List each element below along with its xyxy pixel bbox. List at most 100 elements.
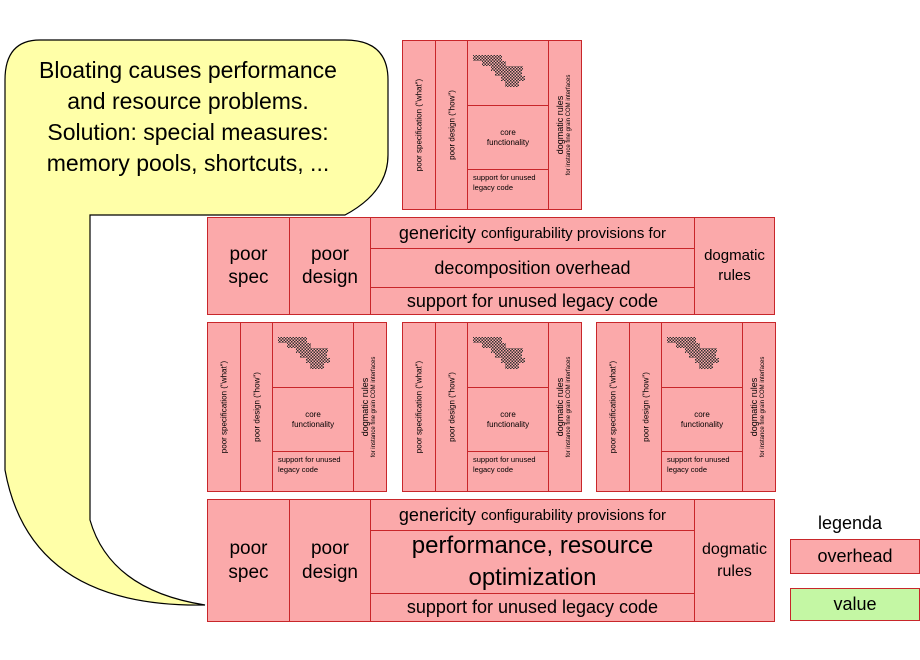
legend-title: legenda	[818, 513, 883, 533]
small-dogmatic-sub: for instance fine grain COM interfaces	[566, 356, 572, 458]
small-dogmatic-label: dogmatic rules	[360, 377, 370, 437]
small-core: core functionality	[467, 105, 549, 170]
small-poor-spec-label: poor specification ("what")	[608, 360, 618, 454]
small-module-middle: poor specification ("what") poor design …	[402, 322, 582, 492]
small-poor-spec: poor specification ("what")	[596, 322, 630, 492]
small-module-right: poor specification ("what") poor design …	[596, 322, 776, 492]
decomposition-stack-icon	[473, 337, 525, 369]
small-dogmatic-wrap: dogmatic rules for instance fine grain C…	[749, 356, 768, 458]
small-poor-spec-label: poor specification ("what")	[414, 78, 424, 172]
mid-genericity-row: genericity configurability provisions fo…	[370, 217, 695, 249]
bottom-support-row: support for unused legacy code	[370, 593, 695, 622]
small-poor-design: poor design ("how")	[435, 322, 468, 492]
small-dogmatic-label: dogmatic rules	[555, 377, 565, 437]
decomposition-stack-icon	[473, 55, 525, 87]
small-poor-design-label: poor design ("how")	[447, 90, 456, 160]
small-core-label: core functionality	[680, 409, 724, 429]
bottom-poor-spec: poor spec	[207, 499, 290, 622]
small-poor-design: poor design ("how")	[240, 322, 273, 492]
small-core-label: core functionality	[486, 409, 530, 429]
small-support-label: support for unused legacy code	[473, 455, 536, 474]
small-core: core functionality	[661, 387, 743, 452]
small-support-label: support for unused legacy code	[473, 173, 536, 192]
mid-dogmatic: dogmatic rules	[694, 217, 775, 315]
bottom-genericity: genericity	[398, 504, 476, 525]
small-dogmatic-label: dogmatic rules	[555, 95, 565, 155]
small-support-label: support for unused legacy code	[278, 455, 341, 474]
callout-shape	[4, 39, 389, 606]
small-support-label: support for unused legacy code	[667, 455, 730, 474]
bottom-dogmatic-label: dogmatic rules	[702, 540, 767, 580]
callout-line-3: Solution: special measures:	[47, 119, 329, 145]
callout-line-4: memory pools, shortcuts, ...	[46, 150, 330, 176]
bottom-poor-spec-label: poor spec	[228, 537, 269, 583]
small-dogmatic: dogmatic rules for instance fine grain C…	[548, 40, 582, 210]
small-dogmatic-sub: for instance fine grain COM interfaces	[760, 356, 766, 458]
decomposition-stack-icon	[667, 337, 719, 369]
small-poor-design: poor design ("how")	[435, 40, 468, 210]
mid-genericity: genericity	[398, 222, 476, 243]
legend-value-label: value	[833, 594, 877, 614]
small-module-left: poor specification ("what") poor design …	[207, 322, 387, 492]
mid-poor-design: poor design	[289, 217, 371, 315]
bottom-config: configurability provisions for	[480, 506, 667, 524]
small-core: core functionality	[467, 387, 549, 452]
mid-support-label: support for unused legacy code	[406, 290, 659, 311]
callout-line-2: and resource problems.	[67, 88, 309, 114]
bottom-dogmatic: dogmatic rules	[694, 499, 775, 622]
mid-poor-spec-label: poor spec	[228, 244, 269, 288]
mid-center-label: decomposition overhead	[434, 257, 631, 278]
small-top-area	[272, 322, 354, 388]
small-poor-spec: poor specification ("what")	[402, 40, 436, 210]
bottom-layer: poor spec poor design genericity configu…	[207, 499, 775, 622]
legend-overhead-label: overhead	[817, 546, 893, 566]
small-core-label: core functionality	[486, 127, 530, 147]
bottom-poor-design-label: poor design	[302, 537, 358, 583]
small-poor-design-label: poor design ("how")	[641, 372, 650, 442]
small-dogmatic-wrap: dogmatic rules for instance fine grain C…	[360, 356, 379, 458]
small-dogmatic-sub: for instance fine grain COM interfaces	[371, 356, 377, 458]
callout-line-1: Bloating causes performance	[39, 57, 337, 83]
small-core-label: core functionality	[291, 409, 335, 429]
mid-poor-spec: poor spec	[207, 217, 290, 315]
mid-config: configurability provisions for	[480, 224, 667, 242]
small-poor-spec-label: poor specification ("what")	[219, 360, 229, 454]
small-module-top: poor specification ("what") poor design …	[402, 40, 582, 210]
mid-layer: poor spec poor design genericity configu…	[207, 217, 775, 315]
small-support: support for unused legacy code	[272, 451, 354, 492]
small-poor-design-label: poor design ("how")	[252, 372, 261, 442]
callout-text: Bloating causes performance and resource…	[8, 55, 368, 179]
bottom-support-label: support for unused legacy code	[406, 597, 659, 617]
small-poor-spec-label: poor specification ("what")	[414, 360, 424, 454]
mid-poor-design-label: poor design	[302, 244, 358, 288]
mid-support-row: support for unused legacy code	[370, 287, 695, 315]
small-dogmatic: dogmatic rules for instance fine grain C…	[742, 322, 776, 492]
small-dogmatic-label: dogmatic rules	[749, 377, 759, 437]
small-support: support for unused legacy code	[467, 169, 549, 210]
small-dogmatic-wrap: dogmatic rules for instance fine grain C…	[555, 356, 574, 458]
small-poor-design: poor design ("how")	[629, 322, 662, 492]
small-top-area	[467, 322, 549, 388]
small-support: support for unused legacy code	[661, 451, 743, 492]
bottom-center: performance, resource optimization	[370, 530, 695, 594]
mid-dogmatic-label: dogmatic rules	[704, 247, 765, 284]
small-dogmatic: dogmatic rules for instance fine grain C…	[353, 322, 387, 492]
legend-overhead: overhead	[790, 539, 920, 574]
small-dogmatic-wrap: dogmatic rules for instance fine grain C…	[555, 74, 574, 176]
small-dogmatic-sub: for instance fine grain COM interfaces	[566, 74, 572, 176]
legend-value: value	[790, 588, 920, 621]
small-top-area	[661, 322, 743, 388]
small-poor-spec: poor specification ("what")	[207, 322, 241, 492]
bottom-center-label: performance, resource optimization	[411, 532, 654, 591]
small-core: core functionality	[272, 387, 354, 452]
small-poor-design-label: poor design ("how")	[447, 372, 456, 442]
small-poor-spec: poor specification ("what")	[402, 322, 436, 492]
decomposition-stack-icon	[278, 337, 330, 369]
small-support: support for unused legacy code	[467, 451, 549, 492]
small-dogmatic: dogmatic rules for instance fine grain C…	[548, 322, 582, 492]
mid-center: decomposition overhead	[370, 248, 695, 288]
small-top-area	[467, 40, 549, 106]
bottom-genericity-row: genericity configurability provisions fo…	[370, 499, 695, 531]
bottom-poor-design: poor design	[289, 499, 371, 622]
